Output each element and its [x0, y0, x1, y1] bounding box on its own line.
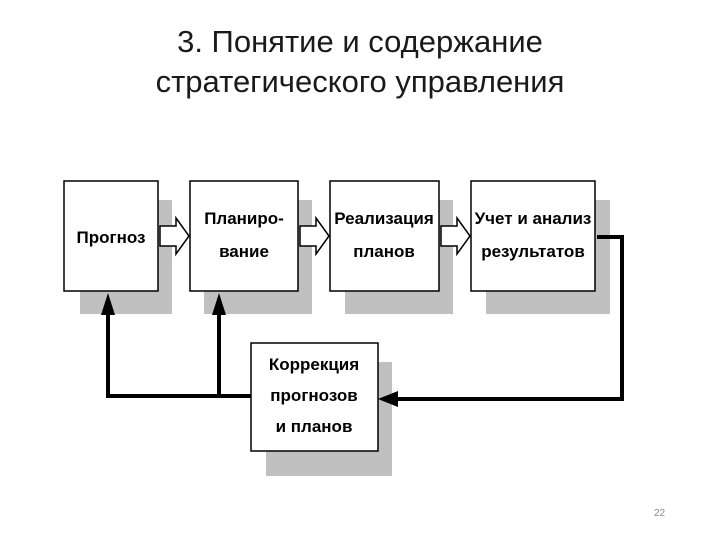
slide-title-line-1: 3. Понятие и содержание [177, 24, 543, 59]
box-planning: Планиро- вание [189, 180, 299, 292]
connector-correction-to-planning-and-forecast [106, 313, 251, 398]
slide-title: 3. Понятие и содержание стратегического … [60, 22, 660, 102]
box-forecast: Прогноз [63, 180, 159, 292]
box-forecast-label-1: Прогноз [77, 228, 146, 247]
flow-arrows [159, 215, 471, 257]
arrow-forecast-to-planning [159, 215, 190, 257]
box-correction-label-2: прогнозов [270, 386, 357, 405]
feedback-connectors [106, 235, 624, 401]
arrowhead-into-planning [212, 293, 226, 315]
arrow-implementation-to-analysis [440, 215, 471, 257]
box-analysis: Учет и анализ результатов [470, 180, 596, 292]
box-correction: Коррекция прогнозов и планов [250, 342, 379, 452]
arrowhead-into-forecast [101, 293, 115, 315]
box-analysis-frame [470, 180, 596, 292]
box-analysis-label-1: Учет и анализ [475, 209, 592, 228]
slide-title-line-2: стратегического управления [155, 64, 565, 99]
connector-analysis-to-correction [398, 235, 624, 401]
box-correction-label-3: и планов [276, 417, 353, 436]
box-correction-label-1: Коррекция [269, 355, 359, 374]
arrowhead-into-correction [378, 391, 398, 407]
box-planning-label-2: вание [219, 242, 269, 261]
box-forecast-frame [63, 180, 159, 292]
box-analysis-label-2: результатов [481, 242, 585, 261]
box-planning-label-1: Планиро- [204, 209, 284, 228]
arrow-planning-to-implementation [299, 215, 330, 257]
connector-arrowheads [101, 293, 398, 407]
box-implementation-label-1: Реализация [334, 209, 434, 228]
box-planning-frame [189, 180, 299, 292]
page-number: 22 [654, 508, 666, 519]
box-implementation-frame [329, 180, 440, 292]
box-implementation-label-2: планов [353, 242, 415, 261]
box-implementation: Реализация планов [329, 180, 440, 292]
